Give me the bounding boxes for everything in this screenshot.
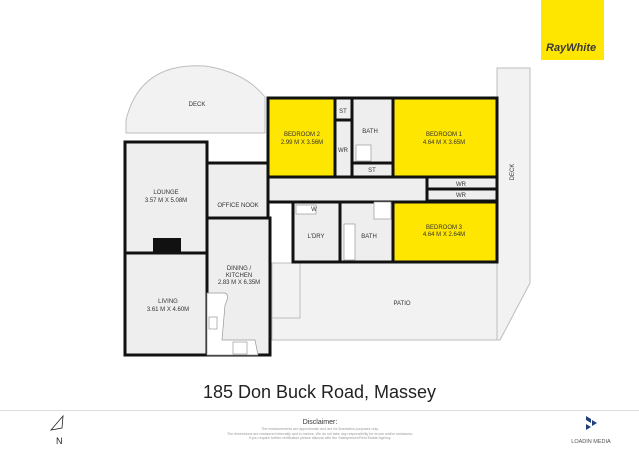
- sink: [208, 316, 218, 330]
- disclaimer: Disclaimer: The measurements are approxi…: [150, 418, 490, 441]
- loadin-media-icon: [586, 416, 597, 430]
- label-washer: W: [311, 207, 317, 213]
- north-arrow: N: [48, 414, 68, 451]
- entry-steps: [271, 262, 301, 319]
- label-living: LIVING: [158, 299, 178, 305]
- laundry-tub: [295, 204, 317, 215]
- label-laundry: L'DRY: [307, 234, 324, 240]
- patio: [271, 262, 498, 341]
- shower: [355, 144, 372, 162]
- office-nook: [205, 161, 270, 220]
- media-brand: LOADIN MEDIA: [571, 439, 611, 445]
- label-bedroom-3-size: 4.64 M X 2.64M: [423, 232, 465, 238]
- label-wr-3: WR: [456, 193, 467, 199]
- label-deck-top: DECK: [189, 102, 206, 108]
- raywhite-logo: RayWhite: [541, 0, 604, 60]
- label-st-2: ST: [368, 168, 376, 174]
- disclaimer-line: The measurements are approximate and are…: [261, 427, 379, 431]
- label-dining-size: 2.83 M X 6.35M: [218, 280, 260, 286]
- floor-plan: DECK DECK BEDROOM 2 2.99 M X 3.56M ST WR…: [123, 65, 531, 357]
- label-bedroom-1-size: 4.64 M X 3.65M: [423, 140, 465, 146]
- bedroom-2: [266, 96, 337, 179]
- label-wr-1: WR: [338, 148, 349, 154]
- label-kitchen: KITCHEN: [226, 273, 252, 279]
- label-living-size: 3.61 M X 4.60M: [147, 307, 189, 313]
- label-patio: PATIO: [393, 301, 410, 307]
- label-lounge-size: 3.57 M X 5.08M: [145, 198, 187, 204]
- north-arrow-icon: N: [49, 414, 64, 446]
- shower-2: [373, 201, 392, 220]
- north-label: N: [56, 436, 63, 446]
- label-st-1: ST: [339, 109, 347, 115]
- divider: [0, 410, 639, 411]
- label-bath-1: BATH: [362, 129, 378, 135]
- label-deck-right: DECK: [510, 164, 516, 181]
- kitchen-bench: [206, 292, 259, 356]
- bedroom-3: [391, 200, 499, 264]
- disclaimer-title: Disclaimer:: [302, 419, 338, 426]
- disclaimer-line: The dimensions are measured internally a…: [226, 431, 414, 436]
- deck-right: [496, 67, 531, 341]
- hallway: [266, 175, 429, 204]
- label-bath-2: BATH: [361, 234, 377, 240]
- label-bedroom-3: BEDROOM 3: [426, 225, 463, 231]
- loadin-media-logo: LOADIN MEDIA: [566, 415, 616, 445]
- property-address: 185 Don Buck Road, Massey: [202, 382, 437, 402]
- cooktop: [232, 341, 248, 355]
- label-bedroom-2: BEDROOM 2: [284, 132, 321, 138]
- label-dining: DINING /: [227, 266, 252, 272]
- label-lounge: LOUNGE: [153, 190, 178, 196]
- bedroom-1: [391, 96, 499, 179]
- fireplace: [153, 238, 181, 253]
- label-wr-2: WR: [456, 182, 467, 188]
- label-bedroom-2-size: 2.99 M X 3.56M: [281, 140, 323, 146]
- deck-top: [125, 65, 266, 134]
- disclaimer-line: If you require further verification plea…: [248, 436, 392, 441]
- bathtub: [343, 223, 356, 261]
- label-bedroom-1: BEDROOM 1: [426, 132, 463, 138]
- label-office-nook: OFFICE NOOK: [217, 203, 258, 209]
- brand-name: RayWhite: [546, 42, 597, 54]
